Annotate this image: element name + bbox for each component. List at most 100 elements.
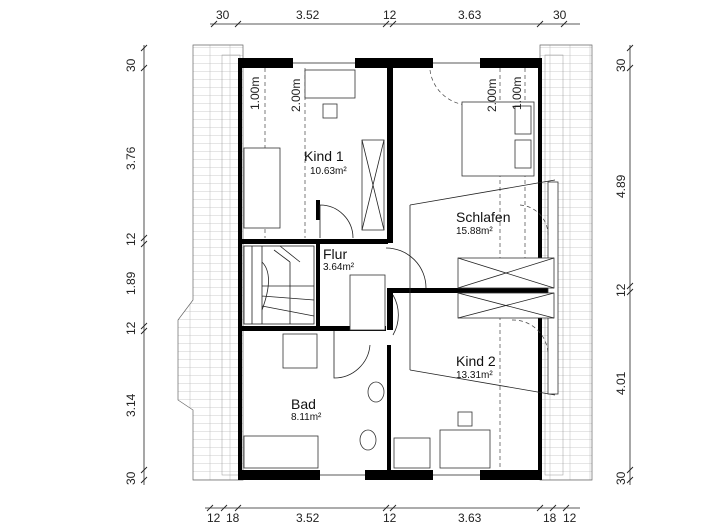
- desk-kind2: [439, 429, 491, 469]
- bathtub: [243, 435, 319, 469]
- dim-tick-bottom-7: [562, 504, 570, 512]
- wall-center-vertical: [387, 58, 393, 243]
- dim-tick-right-0: [626, 44, 634, 52]
- dim-tick-left-5: [140, 327, 148, 335]
- dim-left-1: 30: [124, 58, 138, 72]
- furniture: [243, 69, 535, 469]
- height-schlafen-2m: 2.00m: [485, 79, 499, 112]
- height-marks: 1.00m 2.00m 2.00m 1.00m: [248, 77, 524, 112]
- interior-walls: [238, 58, 552, 470]
- dim-left-7: 30: [124, 471, 138, 485]
- door-schlafen-swing: [429, 69, 471, 106]
- dim-tick-top-3: [389, 20, 397, 28]
- dim-right-4: 4.01: [614, 371, 628, 395]
- dim-bottom-5: 3.63: [458, 511, 482, 525]
- wall-top-right: [480, 58, 542, 68]
- dim-bottom-4: 12: [383, 511, 397, 525]
- dim-tick-left-6: [140, 466, 148, 474]
- pillow-1: [514, 105, 532, 135]
- dim-tick-left-0: [140, 44, 148, 52]
- dim-tick-bottom-4: [389, 504, 397, 512]
- chair-kind2: [457, 411, 473, 427]
- room-labels: Kind 1 10.63m² Flur 3.64m² Schlafen 15.8…: [291, 148, 510, 423]
- dim-tick-bottom-3: [382, 504, 390, 512]
- roof-left: [177, 44, 244, 481]
- wall-bottom-right: [480, 470, 542, 480]
- sink: [367, 381, 385, 403]
- room-name-flur: Flur: [323, 246, 347, 262]
- door-flur-left: [385, 247, 427, 289]
- dim-right-3: 12: [614, 283, 628, 297]
- bad-cabinet: [393, 437, 431, 469]
- wall-bad-kind2: [387, 345, 391, 470]
- stair-treads: [251, 245, 315, 324]
- dim-tick-right-3: [626, 288, 634, 296]
- wall-bottom-mid: [365, 470, 433, 480]
- door-flur-right: [392, 294, 399, 336]
- dim-tick-right-5: [626, 476, 634, 484]
- door-bad: [333, 331, 371, 379]
- stair-box: [243, 245, 315, 325]
- staircase: [243, 245, 315, 325]
- dormer-line-top: [409, 179, 556, 206]
- room-name-bad: Bad: [291, 396, 316, 412]
- dim-left-6: 3.14: [124, 393, 138, 417]
- dim-top-4: 3.63: [458, 8, 482, 22]
- wall-kind1-flur: [238, 239, 388, 244]
- dimension-labels-bottom: 12 18 3.52 12 3.63 18 12: [207, 511, 577, 525]
- dimension-ticks: [140, 20, 634, 512]
- dim-bottom-3: 3.52: [296, 511, 320, 525]
- dim-tick-top-2: [382, 20, 390, 28]
- room-name-schlafen: Schlafen: [456, 209, 510, 225]
- chair-kind1: [322, 103, 338, 119]
- dim-left-5: 12: [124, 321, 138, 335]
- wall-bad-stair: [316, 244, 320, 326]
- door-kind1: [319, 204, 354, 239]
- door-kind2-swing: [511, 319, 549, 356]
- dim-tick-bottom-6: [549, 504, 557, 512]
- dim-right-5: 30: [614, 471, 628, 485]
- dimension-lines: [140, 20, 634, 512]
- pillow-2: [514, 139, 532, 169]
- shelf-flur: [349, 274, 386, 331]
- dimension-labels-left: 30 3.76 12 1.89 12 3.14 30: [124, 58, 138, 485]
- height-kind1-1m: 1.00m: [248, 77, 262, 110]
- dim-tick-right-2: [626, 282, 634, 290]
- dim-tick-top-4: [536, 20, 544, 28]
- dim-top-1: 30: [216, 8, 230, 22]
- room-name-kind1: Kind 1: [304, 148, 344, 164]
- wall-top-mid: [355, 58, 433, 68]
- height-kind1-2m: 2.00m: [289, 79, 303, 112]
- wall-bottom-left: [238, 470, 320, 480]
- dim-bottom-7: 12: [563, 511, 577, 525]
- stair-curve: [261, 261, 269, 311]
- dim-tick-left-2: [140, 234, 148, 242]
- dim-left-4: 1.89: [124, 271, 138, 295]
- dim-bottom-6: 18: [543, 511, 557, 525]
- dim-tick-left-1: [140, 64, 148, 72]
- room-area-bad: 8.11m²: [291, 412, 322, 423]
- shower: [282, 333, 318, 369]
- dim-left-2: 3.76: [124, 146, 138, 170]
- dim-top-3: 12: [383, 8, 397, 22]
- wall-left: [238, 58, 242, 480]
- wall-flur-bad: [238, 326, 386, 331]
- wall-kind1-left-door: [316, 200, 320, 220]
- dim-top-5: 30: [553, 8, 567, 22]
- dormer-line-bottom: [409, 369, 556, 396]
- dim-bottom-2: 18: [226, 511, 240, 525]
- dimension-labels-top: 30 3.52 12 3.63 30: [216, 8, 567, 22]
- door-schlafen-right: [519, 204, 549, 236]
- dim-bottom-1: 12: [207, 511, 221, 525]
- wall-schlafen-kind2: [387, 288, 552, 293]
- dim-tick-right-1: [626, 64, 634, 72]
- dim-tick-bottom-1: [220, 504, 228, 512]
- dim-tick-bottom-5: [536, 504, 544, 512]
- wardrobe-kind2-cross: [457, 292, 555, 319]
- dim-tick-left-4: [140, 322, 148, 330]
- wardrobe-kind1-cross: [361, 139, 385, 231]
- dim-tick-bottom-0: [206, 504, 214, 512]
- toilet: [359, 429, 377, 451]
- dim-tick-right-4: [626, 466, 634, 474]
